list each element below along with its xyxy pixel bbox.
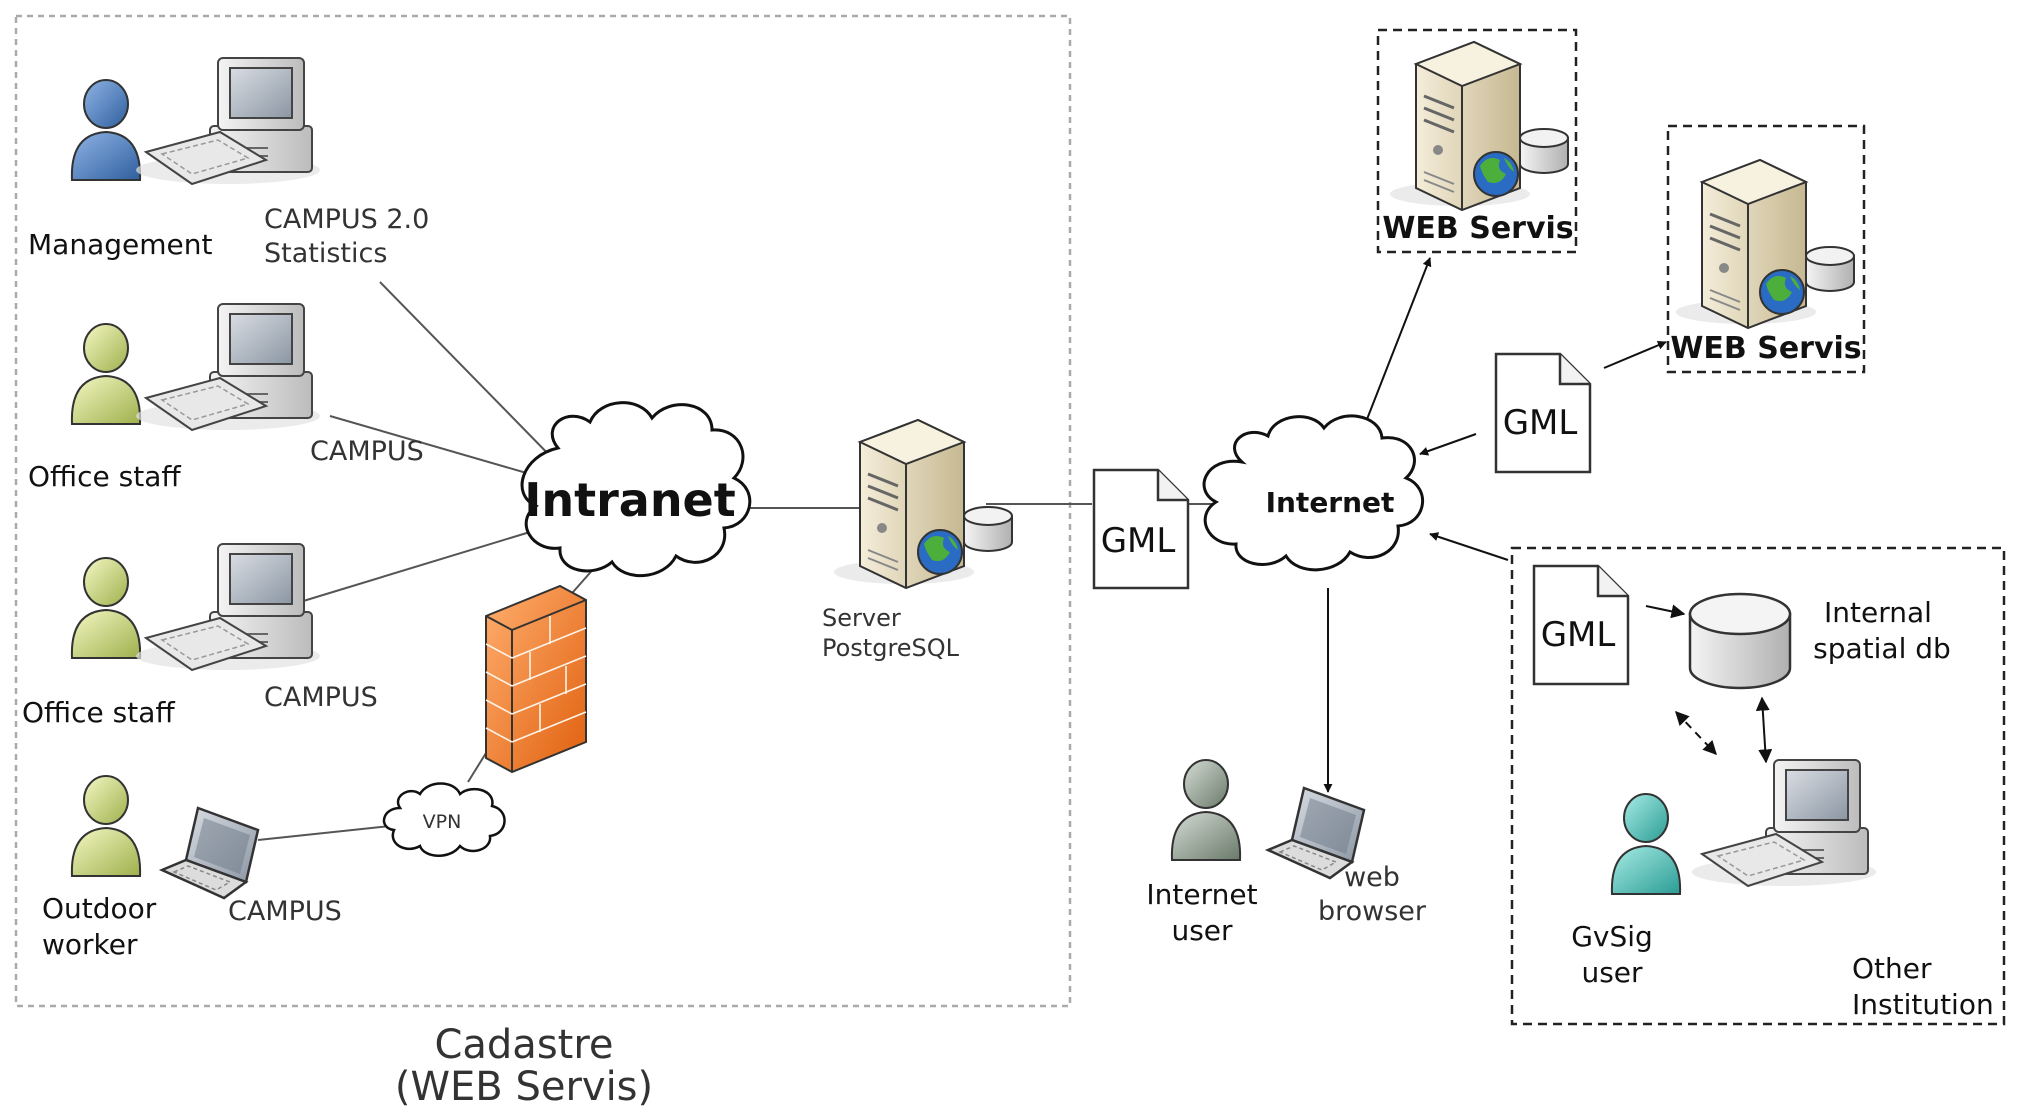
internal-db-label-2: spatial db [1813,632,1951,665]
outdoor-worker-user-icon [70,775,142,877]
office-staff-1-computer-icon [135,303,321,431]
web-servis-top-label: WEB Servis [1382,211,1573,246]
web-browser-label-1: web [1344,862,1400,893]
outdoor-worker-label-1: Outdoor [42,892,157,925]
web-servis-right-label: WEB Servis [1670,331,1861,366]
arrow-gml-internet [1419,433,1477,456]
web-browser-label-2: browser [1318,896,1427,927]
internet-user-icon [1170,759,1242,861]
internet-user-label-2: user [1171,914,1233,947]
web-servis-top-box [1376,28,1578,254]
outdoor-worker-label-2: worker [42,928,138,961]
internal-db-label-1: Internal [1824,596,1932,629]
server-label-2: PostgreSQL [822,634,960,662]
gvsig-user-label-2: user [1581,956,1643,989]
arrow-gml-webservis-right [1603,340,1667,369]
firewall-icon [485,584,587,774]
connection-lines [257,281,1218,841]
link-staff2-intranet [299,531,531,603]
other-institution-box [1510,546,2006,1026]
arrows [1323,257,1773,793]
arrow-gml-db [1645,604,1686,619]
management-app-label-2: Statistics [264,238,387,269]
arrow-db-computer [1755,696,1773,764]
link-management-intranet [379,281,561,467]
web-servis-right-box [1666,124,1866,374]
other-institution-label-2: Institution [1852,988,1994,1021]
vpn-label: VPN [423,811,462,833]
gml-center-label: GML [1101,521,1176,561]
gml-right-label: GML [1503,403,1578,443]
internet-user-label-1: Internet [1146,878,1257,911]
intranet-cloud[interactable] [520,401,752,577]
arrow-diagonal-dashed [1675,710,1717,756]
web-servis-right-server-icon [1674,158,1856,330]
office-staff-1-label: Office staff [28,460,181,493]
management-computer-icon [135,57,321,185]
web-servis-top-server-icon [1388,40,1570,212]
office-staff-2-app-label: CAMPUS [264,682,378,713]
office-staff-2-user-icon [70,557,142,659]
management-app-label-1: CAMPUS 2.0 [264,204,429,235]
gvsig-user-icon [1610,793,1682,895]
internet-label: Internet [1266,486,1395,519]
gvsig-user-label-1: GvSig [1571,920,1653,953]
gvsig-computer-icon [1691,759,1877,887]
arrow-internet-webservis-top [1360,257,1432,433]
postgresql-server-icon [832,418,1014,590]
gml-institution-label: GML [1541,615,1616,655]
link-outdoor-vpn [257,825,391,841]
outdoor-laptop-icon [160,806,260,900]
other-institution-label-1: Other [1852,952,1932,985]
server-label-1: Server [822,604,901,632]
arrow-institution-internet [1429,532,1509,561]
intranet-label: Intranet [524,473,736,527]
cadastre-title-2: (WEB Servis) [395,1064,653,1110]
office-staff-1-app-label: CAMPUS [310,436,424,467]
office-staff-2-label: Office staff [22,696,175,729]
office-staff-2-computer-icon [135,543,321,671]
outdoor-app-label: CAMPUS [228,896,342,927]
office-staff-1-user-icon [70,323,142,425]
internal-spatial-db-icon [1688,592,1792,690]
cadastre-title-1: Cadastre [434,1022,613,1068]
internet-cloud[interactable] [1202,414,1424,572]
management-label: Management [28,228,212,261]
vpn-cloud[interactable] [382,782,506,857]
management-user-icon [70,79,142,181]
link-staff1-intranet [329,415,531,475]
